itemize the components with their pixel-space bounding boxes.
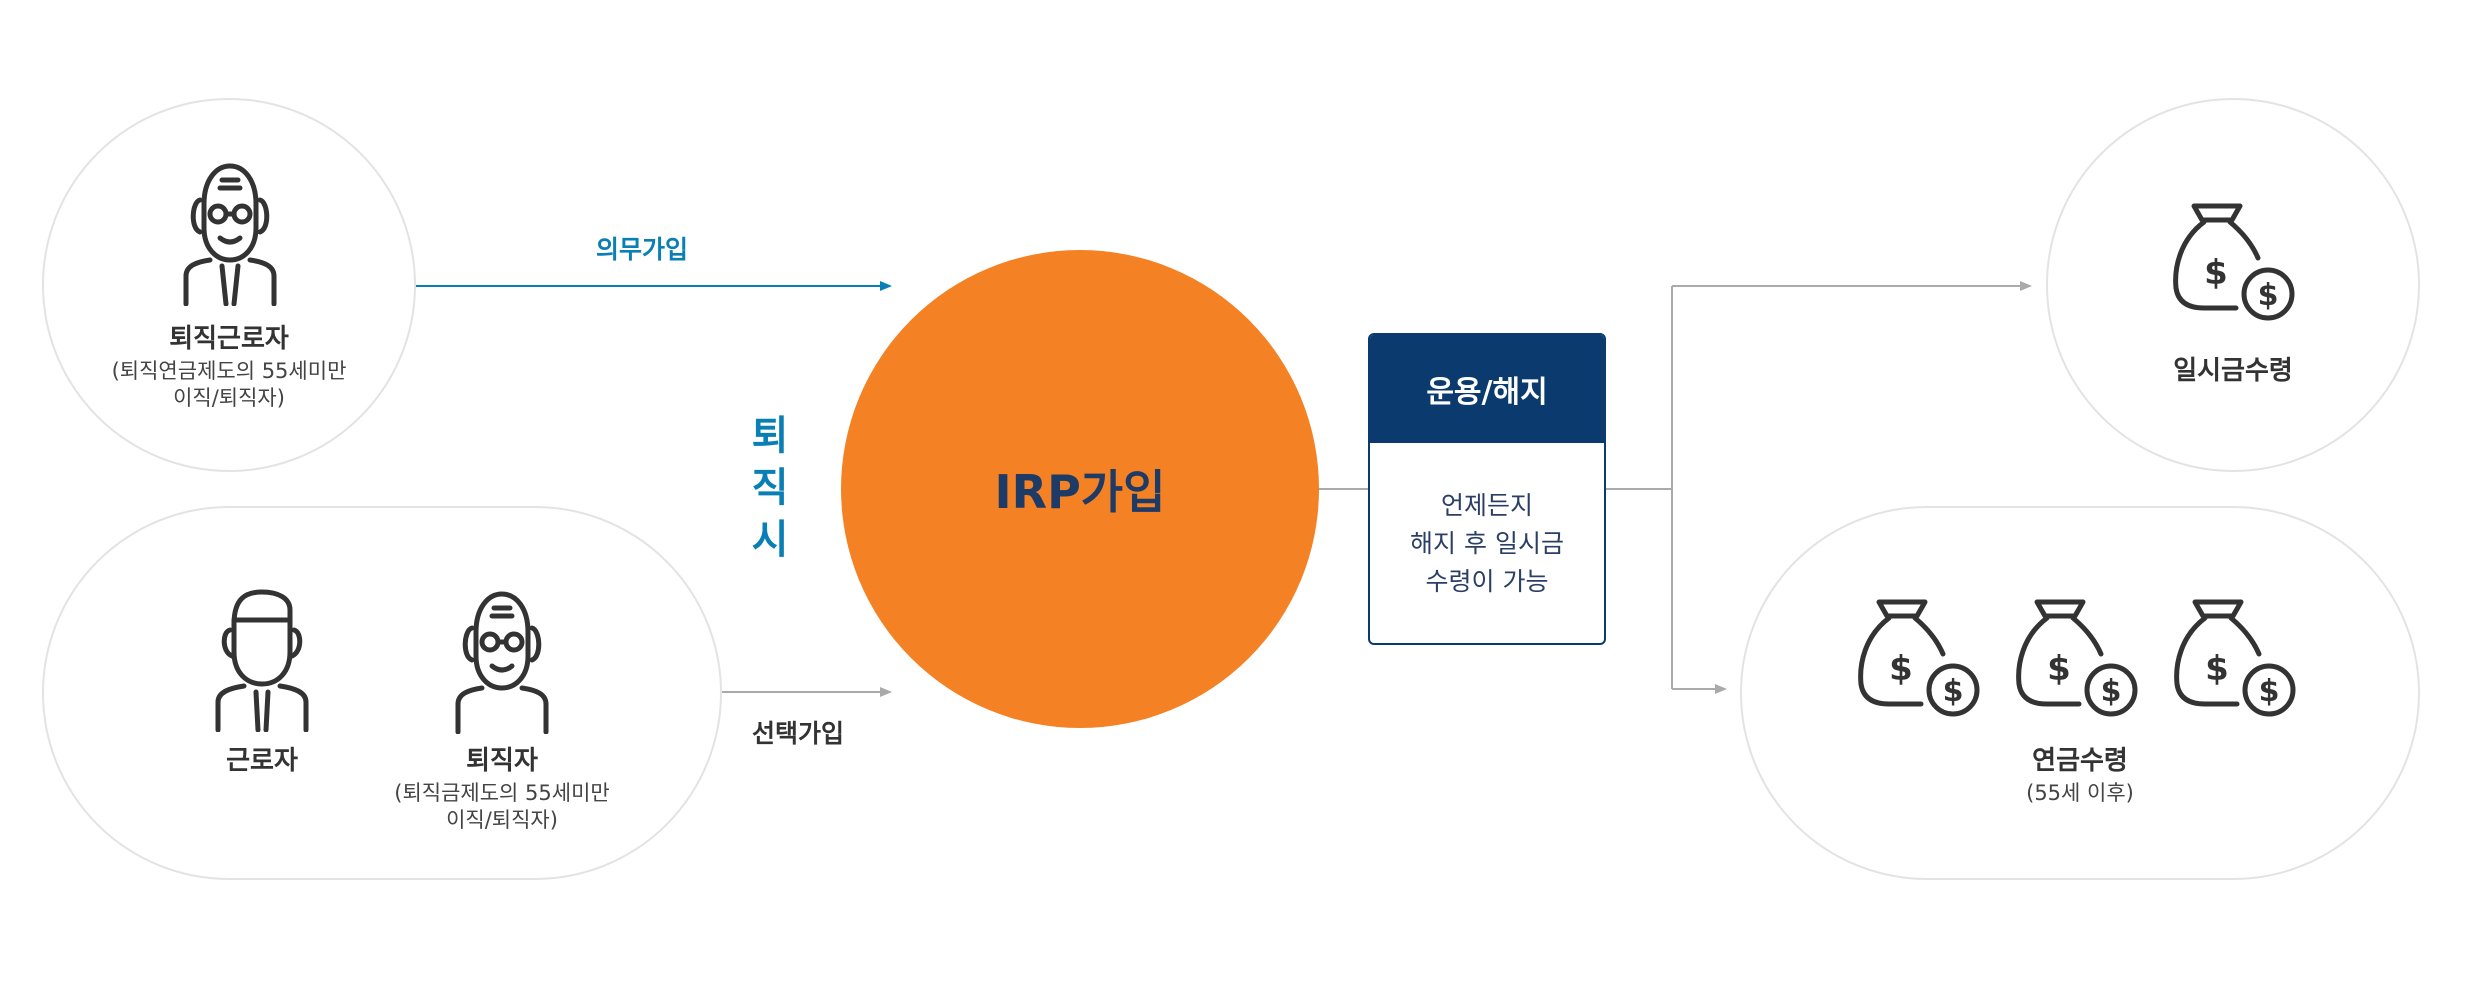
annuity-sub: (55세 이후) bbox=[2026, 781, 2134, 805]
management-body: 언제든지 해지 후 일시금 수령이 가능 bbox=[1370, 443, 1604, 601]
retiree-sub2: 이직/퇴직자) bbox=[446, 808, 558, 832]
lump-sum-bubble bbox=[2046, 98, 2420, 472]
svg-text:$: $ bbox=[2258, 278, 2279, 313]
retiring-worker-bubble bbox=[42, 98, 416, 472]
money-bag-icon: $ $ bbox=[1858, 599, 1980, 717]
man-icon bbox=[215, 589, 309, 732]
management-line3: 수령이 가능 bbox=[1425, 567, 1549, 596]
optional-label: 선택가입 bbox=[752, 719, 845, 748]
svg-text:$: $ bbox=[1889, 649, 1913, 689]
management-title: 운용/해지 bbox=[1370, 335, 1604, 443]
lump-sum-title: 일시금수령 bbox=[2173, 356, 2293, 386]
management-line1: 언제든지 bbox=[1440, 491, 1533, 520]
svg-text:$: $ bbox=[1943, 674, 1964, 709]
retiree-sub1: (퇴직금제도의 55세미만 bbox=[394, 781, 610, 805]
svg-text:$: $ bbox=[2259, 674, 2280, 709]
retiring-worker-sub1: (퇴직연금제도의 55세미만 bbox=[111, 359, 347, 383]
old-man-icon bbox=[183, 163, 277, 306]
money-bag-icon: $ $ bbox=[2173, 203, 2295, 321]
worker-title: 근로자 bbox=[226, 746, 298, 776]
old-man-icon bbox=[455, 591, 549, 734]
management-line2: 해지 후 일시금 bbox=[1410, 529, 1564, 558]
svg-text:$: $ bbox=[2204, 253, 2228, 293]
worker-retiree-bubble bbox=[42, 506, 722, 880]
management-box: 운용/해지 언제든지 해지 후 일시금 수령이 가능 bbox=[1368, 333, 1606, 645]
money-bag-icon: $ $ bbox=[2016, 599, 2138, 717]
mandatory-label: 의무가입 bbox=[596, 235, 689, 264]
retiring-worker-title: 퇴직근로자 bbox=[169, 324, 289, 354]
money-bag-icon: $ $ bbox=[2174, 599, 2296, 717]
retiree-title: 퇴직자 bbox=[466, 746, 538, 776]
annuity-bubble bbox=[1740, 506, 2420, 880]
svg-text:$: $ bbox=[2205, 649, 2229, 689]
svg-text:$: $ bbox=[2101, 674, 2122, 709]
svg-text:$: $ bbox=[2047, 649, 2071, 689]
retiring-worker-sub2: 이직/퇴직자) bbox=[173, 386, 285, 410]
annuity-title: 연금수령 bbox=[2032, 746, 2128, 776]
at-retirement-label: 퇴직시 bbox=[751, 413, 789, 563]
irp-circle: IRP가입 bbox=[841, 250, 1319, 728]
irp-title: IRP가입 bbox=[994, 465, 1166, 519]
